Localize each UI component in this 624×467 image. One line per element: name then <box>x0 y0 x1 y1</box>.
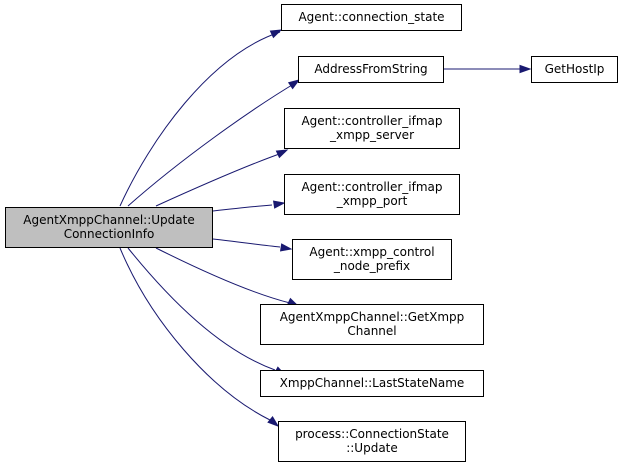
node-label-line: AddressFromString <box>314 62 427 76</box>
edge-root-to-conn_state <box>119 29 283 207</box>
edge-arrowhead <box>519 64 532 74</box>
node-label-line: GetHostIp <box>545 62 605 76</box>
edge-line <box>127 81 298 207</box>
edge-arrowhead <box>267 416 280 427</box>
edge-line <box>212 204 273 212</box>
edge-root-to-cs_update <box>119 247 280 427</box>
node-addressfromstring[interactable]: AddressFromString <box>298 56 444 83</box>
node-box <box>281 4 462 31</box>
node-agent-connection-state[interactable]: Agent::connection_state <box>281 4 462 31</box>
node-label-line: XmppChannel::LastStateName <box>280 376 465 390</box>
node-label-line: AgentXmppChannel::GetXmpp <box>280 310 465 324</box>
node-label-line: Agent::controller_ifmap <box>301 114 442 128</box>
node-agent-controller-ifmap-xmpp-server[interactable]: Agent::controller_ifmap_xmpp_server <box>284 108 460 149</box>
edge-root-to-get_xmpp <box>155 247 300 307</box>
edge-line <box>119 31 281 207</box>
node-box <box>284 174 460 215</box>
edge-line <box>212 238 281 248</box>
node-label-line: _xmpp_port <box>336 194 408 208</box>
node-box <box>260 304 484 345</box>
edge-root-to-addr <box>127 79 301 207</box>
edge-arrowhead <box>275 149 289 159</box>
node-box <box>5 207 213 248</box>
node-agent-controller-ifmap-xmpp-port[interactable]: Agent::controller_ifmap_xmpp_port <box>284 174 460 215</box>
node-label-line: ConnectionInfo <box>64 227 155 241</box>
node-label-line: ::Update <box>346 441 398 455</box>
node-label-line: AgentXmppChannel::Update <box>23 213 194 227</box>
node-label-line: Channel <box>347 324 396 338</box>
node-gethostip[interactable]: GetHostIp <box>531 56 618 83</box>
node-xmppchannel-laststatename[interactable]: XmppChannel::LastStateName <box>260 370 484 397</box>
edges-layer <box>119 29 532 427</box>
edge-line <box>119 247 271 421</box>
edge-arrowhead <box>269 29 283 39</box>
node-label-line: Agent::controller_ifmap <box>301 180 442 194</box>
edge-line <box>155 247 291 304</box>
edge-root-to-ifmap_port <box>212 200 286 212</box>
node-label-line: _xmpp_server <box>329 128 414 142</box>
node-label-line: process::ConnectionState <box>295 427 449 441</box>
nodes-layer: AgentXmppChannel::UpdateConnectionInfoAg… <box>5 4 618 462</box>
edge-arrowhead <box>287 79 301 90</box>
edge-addr-to-hostip <box>443 64 532 74</box>
edge-root-to-ctrl_prefix <box>212 238 293 252</box>
node-box <box>292 239 452 280</box>
edge-arrowhead <box>279 243 293 252</box>
node-box <box>260 370 484 397</box>
edge-arrowhead <box>272 200 286 209</box>
edge-line <box>127 247 276 371</box>
node-process-connectionstate-update[interactable]: process::ConnectionState::Update <box>278 421 466 462</box>
node-agent-xmpp-control-node-prefix[interactable]: Agent::xmpp_control_node_prefix <box>292 239 452 280</box>
node-box <box>284 108 460 149</box>
node-box <box>298 56 444 83</box>
node-label-line: Agent::connection_state <box>298 10 444 24</box>
edge-root-to-ifmap_server <box>155 149 289 207</box>
edge-line <box>155 151 286 207</box>
node-label-line: Agent::xmpp_control <box>309 245 434 259</box>
node-box <box>278 421 466 462</box>
node-label-line: _node_prefix <box>333 259 410 273</box>
node-box <box>531 56 618 83</box>
